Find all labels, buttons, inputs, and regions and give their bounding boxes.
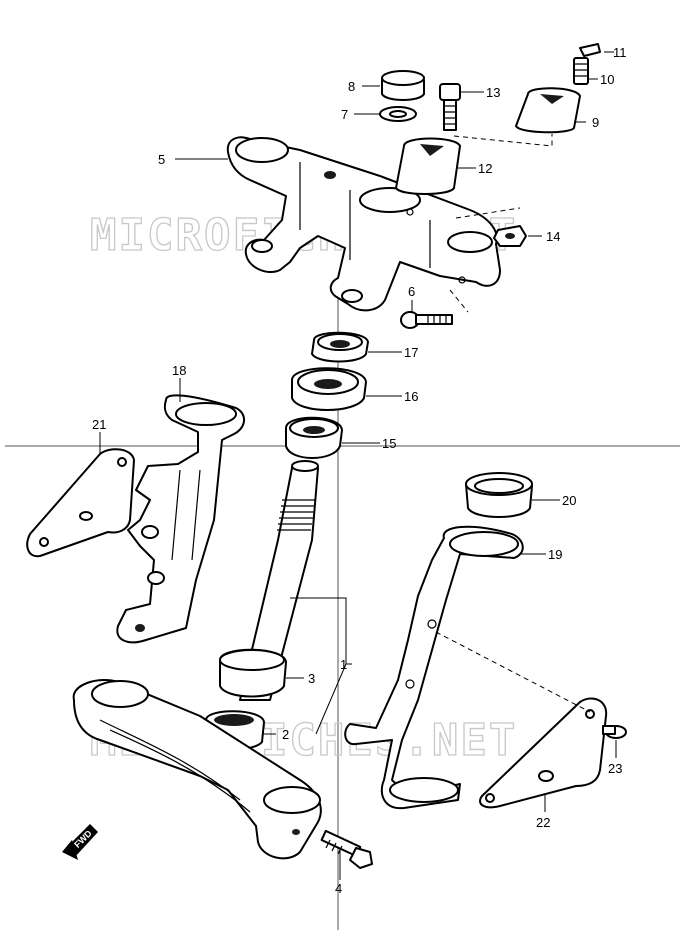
washer-part-7 (379, 106, 417, 122)
plate-part-22 (479, 697, 608, 809)
screw-part-23 (602, 725, 627, 739)
callout-1: 1 (340, 657, 347, 672)
fwd-arrow-icon: FWD (62, 824, 98, 860)
callout-14: 14 (546, 229, 560, 244)
callout-22: 22 (536, 815, 550, 830)
callout-8: 8 (348, 79, 355, 94)
assembly-dashed-lines (435, 134, 591, 713)
callout-2: 2 (282, 727, 289, 742)
nut-part-17 (311, 331, 369, 363)
callout-7: 7 (341, 107, 348, 122)
leader-lines (99, 51, 617, 880)
bearing-part-15 (285, 416, 343, 459)
seal-part-16 (291, 367, 367, 411)
callout-20: 20 (562, 493, 576, 508)
clamp-part-9 (515, 87, 581, 134)
callout-6: 6 (408, 284, 415, 299)
left-bracket-part-18 (116, 394, 245, 644)
ring-part-20 (465, 472, 533, 518)
cap-part-11 (579, 43, 601, 57)
steering-stem-part-1 (72, 460, 322, 860)
callout-21: 21 (92, 417, 106, 432)
callout-13: 13 (486, 85, 500, 100)
right-bracket-part-19 (344, 525, 524, 810)
callout-labels: 1 2 3 4 5 6 7 8 9 10 11 12 13 14 15 16 1… (92, 45, 627, 896)
callout-3: 3 (308, 671, 315, 686)
callout-19: 19 (548, 547, 562, 562)
nut-part-14 (493, 225, 527, 247)
bolt-part-13 (439, 83, 461, 131)
bolt-part-6 (400, 311, 453, 329)
callout-16: 16 (404, 389, 418, 404)
upper-bracket-part-5 (226, 136, 501, 312)
plate-part-21 (26, 448, 135, 558)
callout-10: 10 (600, 72, 614, 87)
holder-part-12 (395, 137, 461, 195)
callout-4: 4 (335, 881, 342, 896)
callout-5: 5 (158, 152, 165, 167)
callout-17: 17 (404, 345, 418, 360)
callout-23: 23 (608, 761, 622, 776)
cap-part-8 (381, 70, 425, 101)
callout-15: 15 (382, 436, 396, 451)
bolt-part-10 (573, 57, 589, 85)
callout-18: 18 (172, 363, 186, 378)
bolt-part-4 (320, 829, 373, 869)
callout-11: 11 (613, 45, 627, 60)
callout-9: 9 (592, 115, 599, 130)
callout-12: 12 (478, 161, 492, 176)
